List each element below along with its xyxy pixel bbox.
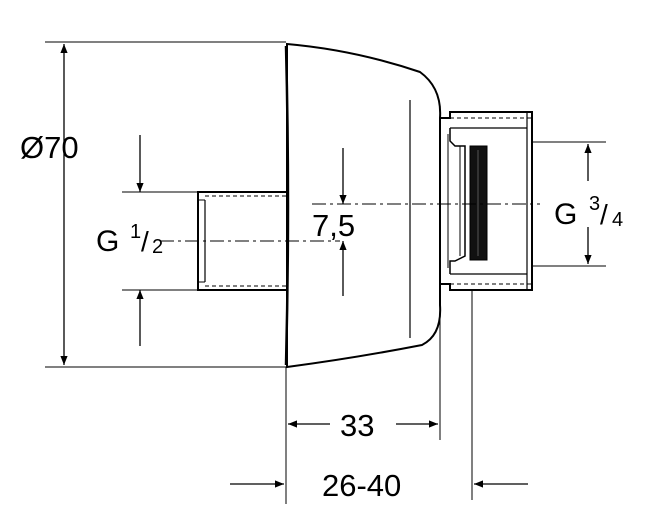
outlet-thread: [440, 111, 533, 291]
diameter-symbol: Ø: [20, 130, 44, 165]
diameter-value: 70: [44, 130, 78, 165]
offset-label: 7,5: [312, 208, 355, 243]
body-outline: [284, 42, 442, 369]
inlet-thread-dimension: [122, 135, 198, 346]
inlet-thread-prefix: G: [96, 225, 119, 258]
diameter-dimension: [45, 41, 286, 368]
diameter-label: Ø70: [20, 130, 79, 165]
inlet-thread-denominator: 2: [152, 236, 163, 258]
length-label: 33: [340, 408, 374, 443]
inlet-thread-numerator: 1: [130, 221, 141, 243]
outlet-thread-fraction-slash: /: [600, 199, 608, 230]
inlet-thread-fraction-slash: /: [141, 226, 149, 257]
range-label: 26-40: [322, 468, 401, 503]
outlet-thread-dimension: [532, 141, 606, 267]
outlet-thread-prefix: G: [554, 198, 577, 231]
length-dimension: [285, 305, 441, 504]
outlet-thread-denominator: 4: [612, 209, 623, 231]
outlet-thread-numerator: 3: [589, 193, 600, 215]
range-dimension: [230, 290, 528, 500]
